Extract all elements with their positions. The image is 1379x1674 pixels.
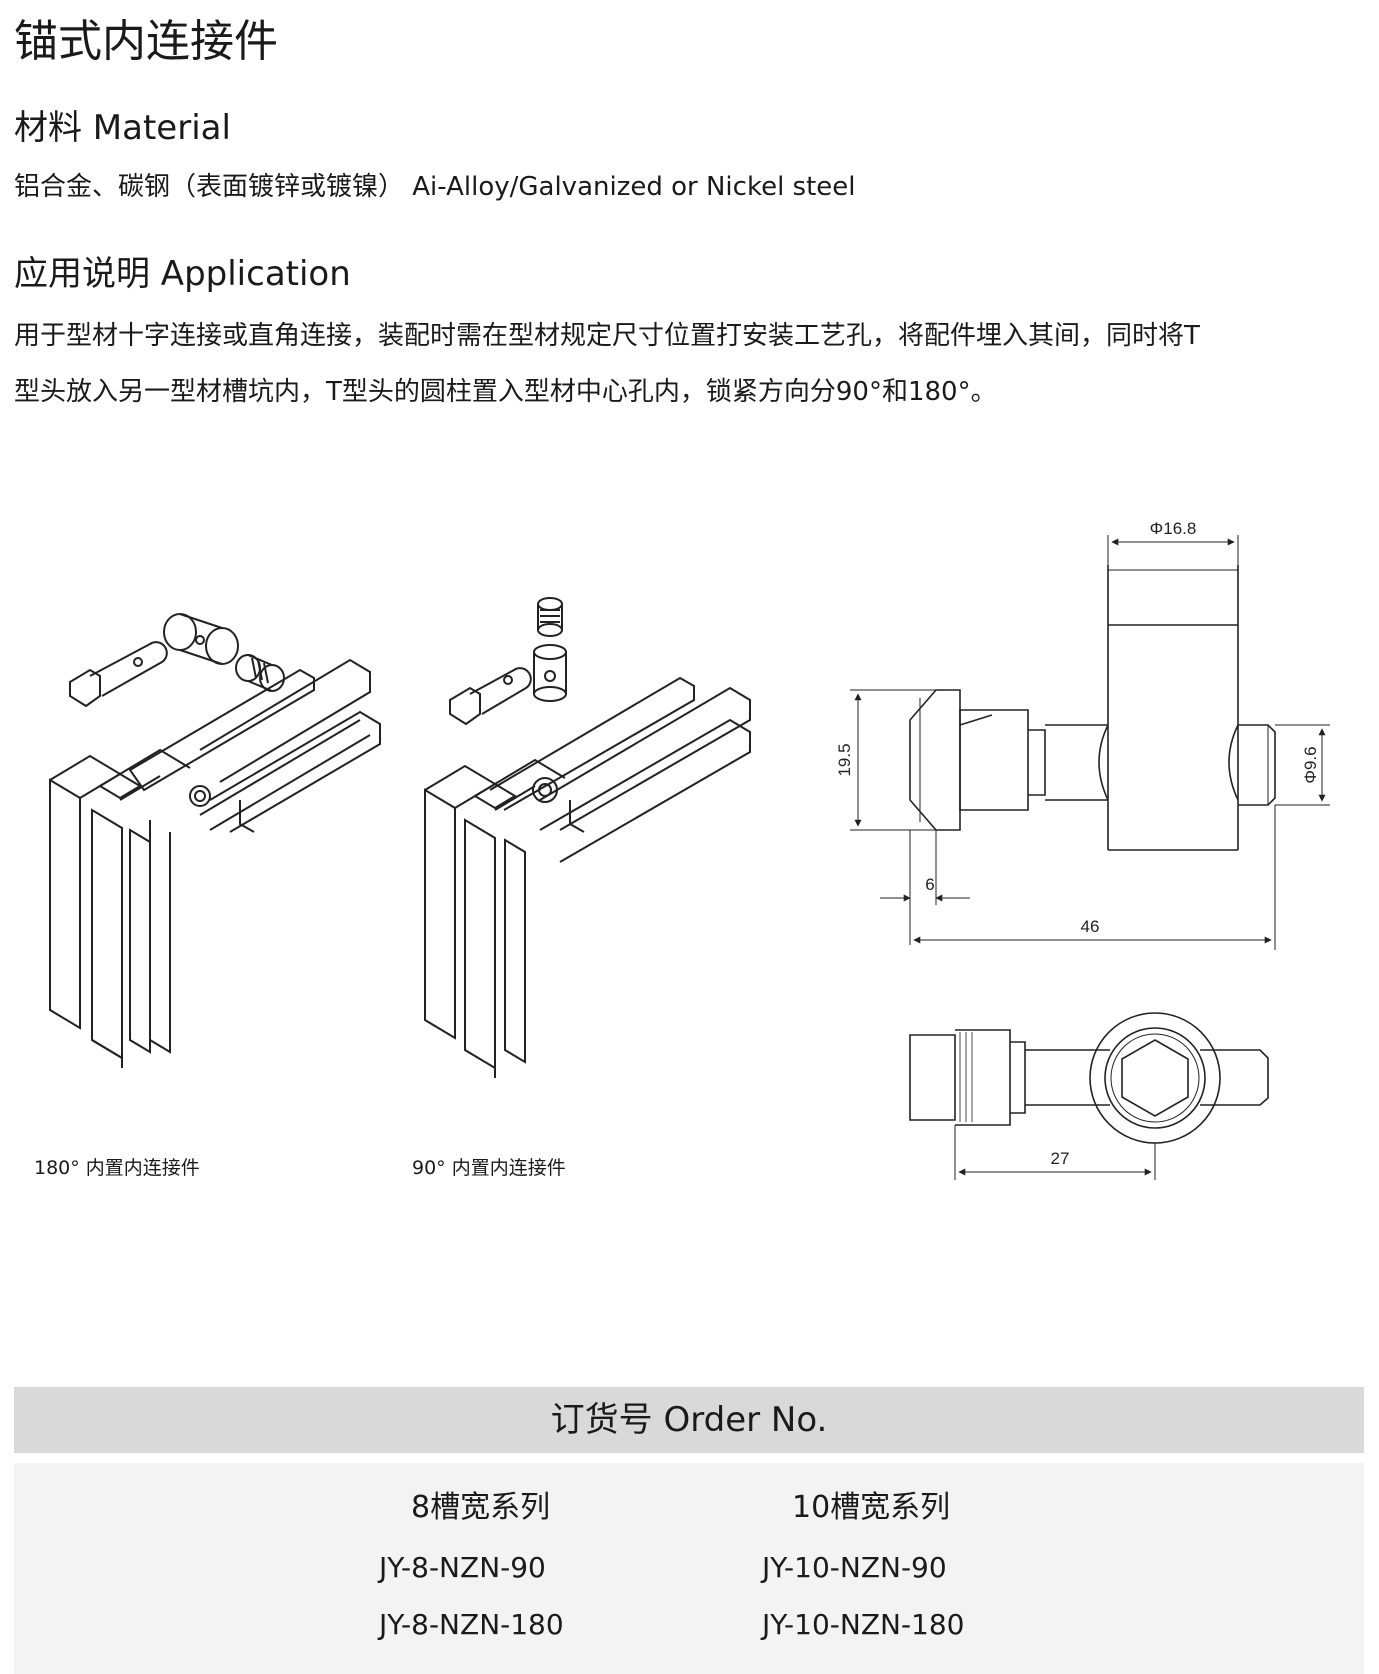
order-code: JY-8-NZN-180 bbox=[379, 1608, 564, 1641]
series-10-title: 10槽宽系列 bbox=[792, 1490, 951, 1525]
application-text-line2: 型头放入另一型材槽坑内，T型头的圆柱置入型材中心孔内，锁紧方向分90°和180°… bbox=[14, 377, 997, 407]
dim-phi-9-6: Φ9.6 bbox=[1301, 746, 1320, 783]
caption-180: 180° 内置内连接件 bbox=[34, 1157, 200, 1179]
caption-90: 90° 内置内连接件 bbox=[412, 1157, 566, 1179]
illustration-90-connector bbox=[424, 597, 751, 1078]
material-text: 铝合金、碳钢（表面镀锌或镀镍） Ai-Alloy/Galvanized or N… bbox=[14, 172, 856, 202]
dim-19-5: 19.5 bbox=[835, 743, 854, 776]
order-header-bar: 订货号 Order No. bbox=[14, 1387, 1364, 1453]
order-code: JY-10-NZN-90 bbox=[762, 1551, 947, 1584]
application-heading: 应用说明 Application bbox=[14, 254, 351, 294]
series-8-title: 8槽宽系列 bbox=[411, 1490, 551, 1525]
page-title: 锚式内连接件 bbox=[14, 16, 278, 67]
dim-6: 6 bbox=[925, 875, 934, 894]
dim-phi-16-8: Φ16.8 bbox=[1150, 519, 1197, 538]
barrel-nut-icon bbox=[163, 613, 239, 665]
dim-27: 27 bbox=[1051, 1149, 1070, 1168]
application-text-line1: 用于型材十字连接或直角连接，装配时需在型材规定尺寸位置打安装工艺孔，将配件埋入其… bbox=[14, 321, 1200, 351]
set-screw-icon bbox=[235, 654, 285, 692]
order-table: 8槽宽系列 10槽宽系列 JY-8-NZN-90 JY-8-NZN-180 JY… bbox=[14, 1463, 1364, 1674]
order-code: JY-8-NZN-90 bbox=[379, 1551, 546, 1584]
set-screw-icon bbox=[537, 597, 563, 637]
t-head-bolt-icon bbox=[449, 667, 532, 726]
t-head-bolt-icon bbox=[69, 641, 168, 708]
dim-46: 46 bbox=[1081, 917, 1100, 936]
material-heading: 材料 Material bbox=[14, 108, 231, 148]
barrel-nut-icon bbox=[533, 644, 567, 702]
order-code: JY-10-NZN-180 bbox=[762, 1608, 965, 1641]
order-heading: 订货号 Order No. bbox=[550, 1400, 828, 1440]
technical-drawing: Φ16.8 19.5 Φ9.6 6 46 27 bbox=[835, 519, 1330, 1180]
illustration-180-connector bbox=[49, 613, 381, 1068]
